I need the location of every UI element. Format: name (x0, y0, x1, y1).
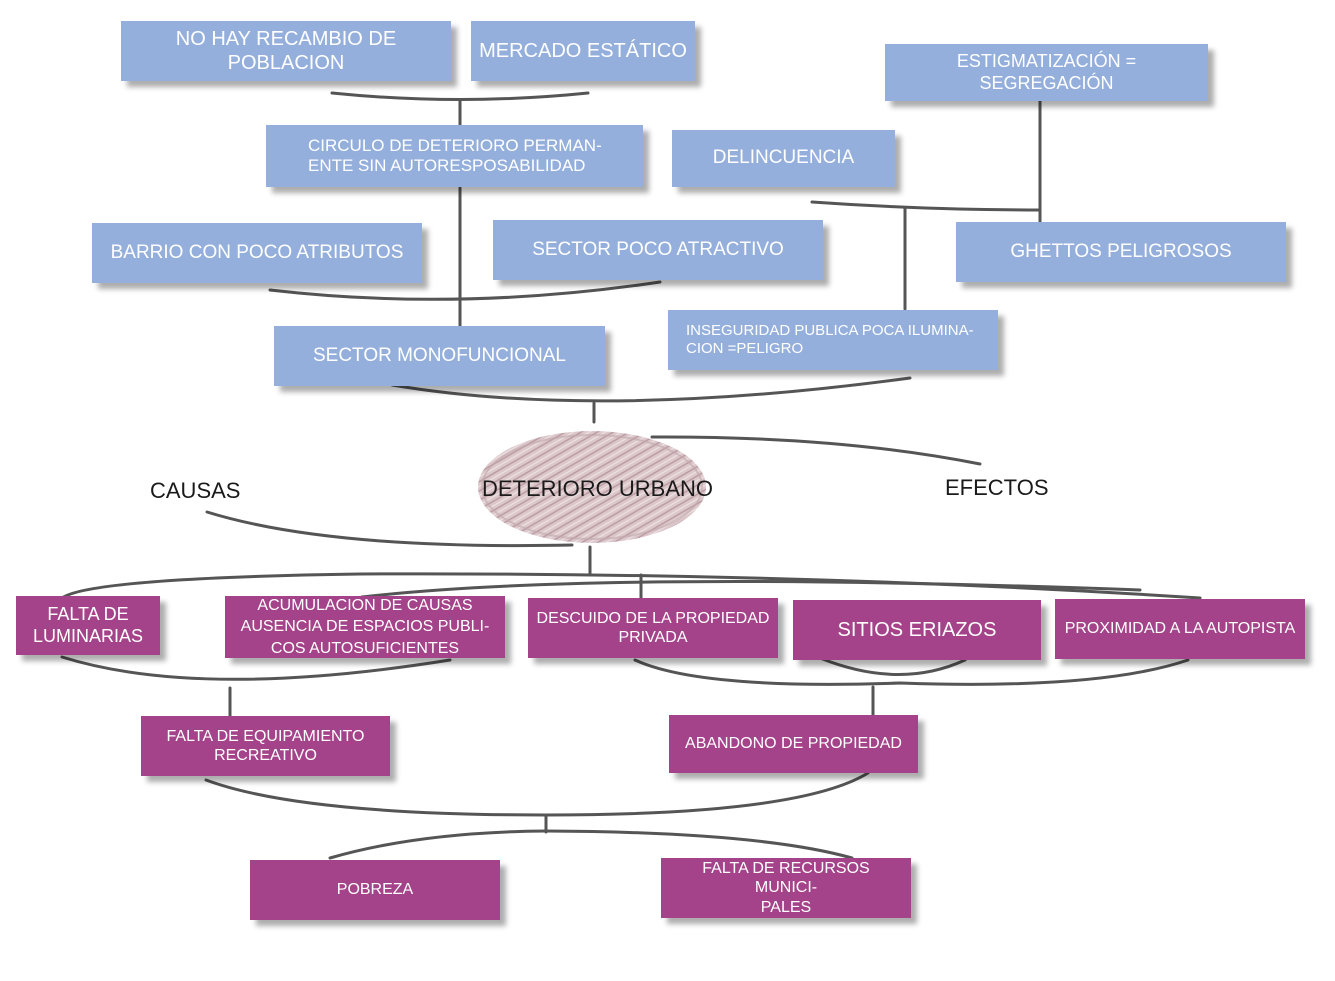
barrio-poco-atributos-text: BARRIO CON POCO ATRIBUTOS (110, 241, 404, 263)
sitios-eriazos-box: SITIOS ERIAZOS (793, 600, 1041, 660)
acumulacion-causas-box: ACUMULACION DE CAUSAS AUSENCIA DE ESPACI… (225, 596, 505, 658)
falta-recursos-box: FALTA DE RECURSOS MUNICI- PALES (661, 858, 911, 918)
ghettos-peligrosos-text: GHETTOS PELIGROSOS (1010, 240, 1232, 262)
inseguridad-publica-box: INSEGURIDAD PUBLICA POCA ILUMINA- CION =… (668, 310, 998, 370)
falta-recursos-text: FALTA DE RECURSOS MUNICI- PALES (702, 860, 870, 916)
delincuencia-box: DELINCUENCIA (672, 130, 895, 187)
proximidad-autopista-box: PROXIMIDAD A LA AUTOPISTA (1055, 599, 1305, 659)
pobreza-box: POBREZA (250, 860, 500, 920)
pobreza-text: POBREZA (336, 881, 414, 899)
sector-monofuncional-box: SECTOR MONOFUNCIONAL (274, 326, 605, 386)
mercado-estatico-box: MERCADO ESTÁTICO (471, 21, 695, 81)
descuido-propiedad-box: DESCUIDO DE LA PROPIEDAD PRIVADA (528, 598, 778, 658)
abandono-propiedad-text: ABANDONO DE PROPIEDAD (685, 735, 902, 753)
mercado-estatico-text: MERCADO ESTÁTICO (479, 40, 687, 62)
estigmatizacion-box: ESTIGMATIZACIÓN = SEGREGACIÓN (885, 44, 1208, 101)
sector-poco-atractivo-box: SECTOR POCO ATRACTIVO (493, 220, 823, 280)
estigmatizacion-text: ESTIGMATIZACIÓN = SEGREGACIÓN (956, 50, 1137, 93)
sector-monofuncional-text: SECTOR MONOFUNCIONAL (312, 344, 566, 366)
delincuencia-text: DELINCUENCIA (712, 147, 855, 169)
sector-poco-atractivo-text: SECTOR POCO ATRACTIVO (532, 238, 784, 260)
causas-label: CAUSAS (150, 478, 241, 503)
acumulacion-causas-text: ACUMULACION DE CAUSAS AUSENCIA DE ESPACI… (240, 596, 490, 657)
ghettos-peligrosos-box: GHETTOS PELIGROSOS (956, 222, 1286, 282)
falta-luminarias-text: FALTA DE LUMINARIAS (32, 603, 144, 646)
no-recambio-poblacion-text: NO HAY RECAMBIO DE POBLACION (175, 28, 397, 74)
proximidad-autopista-text: PROXIMIDAD A LA AUTOPISTA (1064, 620, 1296, 638)
falta-luminarias-box: FALTA DE LUMINARIAS (16, 596, 160, 655)
sitios-eriazos-text: SITIOS ERIAZOS (837, 619, 997, 641)
abandono-propiedad-box: ABANDONO DE PROPIEDAD (669, 715, 918, 773)
circulo-deterioro-text: CIRCULO DE DETERIORO PERMAN- ENTE SIN AU… (308, 135, 602, 175)
no-recambio-poblacion-box: NO HAY RECAMBIO DE POBLACION (121, 21, 451, 81)
barrio-poco-atributos-box: BARRIO CON POCO ATRIBUTOS (92, 223, 422, 283)
efectos-label: EFECTOS (945, 475, 1049, 500)
inseguridad-publica-text: INSEGURIDAD PUBLICA POCA ILUMINA- CION =… (686, 322, 974, 357)
descuido-propiedad-text: DESCUIDO DE LA PROPIEDAD PRIVADA (536, 609, 770, 646)
deterioro-urbano-title: DETERIORO URBANO (482, 476, 714, 501)
deterioro-urbano-blob (478, 431, 706, 543)
falta-equipamiento-text: FALTA DE EQUIPAMIENTO RECREATIVO (166, 727, 365, 764)
falta-equipamiento-box: FALTA DE EQUIPAMIENTO RECREATIVO (141, 716, 390, 776)
circulo-deterioro-box: CIRCULO DE DETERIORO PERMAN- ENTE SIN AU… (266, 125, 643, 187)
